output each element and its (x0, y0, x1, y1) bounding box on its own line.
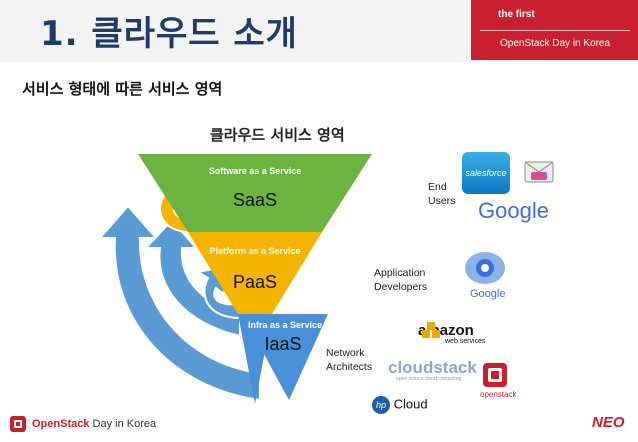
amazon-cubes-icon (422, 322, 440, 338)
badge-bottom-text: OpenStack Day in Korea (500, 38, 611, 49)
paas-layer-fill (188, 232, 322, 276)
saas-label: SaaS (233, 190, 277, 210)
google-apps-logo: Google (478, 198, 549, 223)
cloudstack-logo: cloudstack (388, 358, 477, 377)
neo-corner-logo: NEO (592, 414, 625, 431)
hp-icon: hp (372, 396, 390, 414)
google-app-engine-label: Google (470, 288, 506, 300)
saas-layer (138, 154, 372, 232)
paas-label: PaaS (233, 272, 277, 292)
salesforce-logo: salesforce (462, 152, 510, 194)
footer-event-name: OpenStack Day in Korea (32, 418, 157, 430)
arrow-large (97, 204, 261, 402)
openstack-icon (483, 363, 507, 387)
mail-app-icon (524, 161, 554, 183)
iaas-label: IaaS (264, 334, 301, 354)
badge-top-text: the first (498, 9, 535, 20)
cloudstack-tagline: open source cloud computing (396, 376, 462, 382)
cloud-service-pyramid: Software as a Service SaaS Platform as a… (97, 154, 372, 404)
section-subtitle: 서비스 형태에 따른 서비스 영역 (22, 80, 223, 98)
iaas-layer-body (242, 314, 328, 400)
audience-app-developers: Application Developers (374, 267, 428, 293)
app-engine-icon (465, 252, 505, 284)
audience-end-users: End Users (428, 181, 456, 207)
audience-network-architects: Network Architects (326, 347, 373, 373)
openstack-label: openstack (480, 390, 517, 399)
diagram-title: 클라우드 서비스 영역 (210, 126, 345, 144)
hp-cloud-logo: hp Cloud (372, 396, 428, 414)
openstack-footer-icon (10, 416, 26, 432)
iaas-caption: Infra as a Service (248, 320, 322, 330)
amazon-web-services-label: web services (445, 338, 486, 345)
saas-caption: Software as a Service (209, 166, 302, 176)
slide-title: 1. 클라우드 소개 (40, 14, 298, 54)
badge-divider (480, 30, 630, 31)
paas-caption: Platform as a Service (209, 246, 300, 256)
